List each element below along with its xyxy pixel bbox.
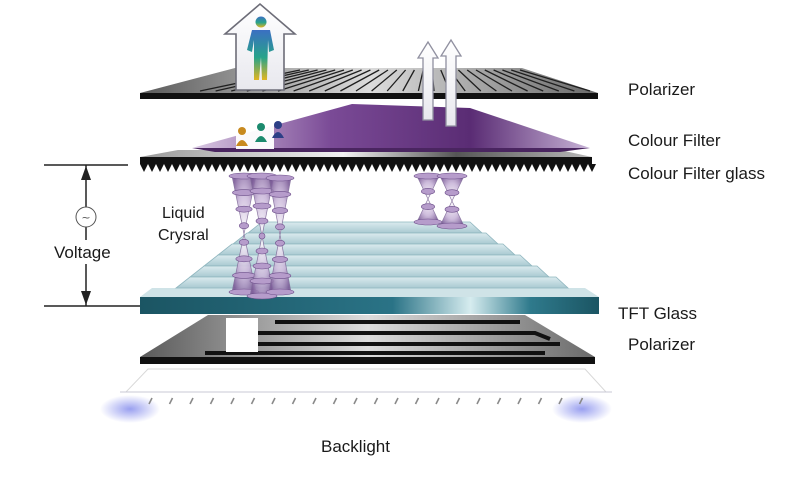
crystal-molecule xyxy=(444,206,460,213)
polarizer-stripe xyxy=(402,69,415,92)
label-polarizer-bottom: Polarizer xyxy=(628,335,696,354)
crystal-molecule xyxy=(268,272,292,280)
colour-filter-layer xyxy=(192,104,590,152)
backlight-tick xyxy=(312,397,317,405)
polarizer-stripe xyxy=(355,69,389,92)
backlight-tick xyxy=(148,397,153,405)
colour-filter-figures-icon xyxy=(236,121,284,146)
polarizer-stripe xyxy=(277,69,345,92)
liquid-crystal-plate xyxy=(202,254,534,267)
crystal-molecule xyxy=(232,272,256,279)
crystal-molecule xyxy=(238,222,250,230)
colour-filter-glass-layer xyxy=(140,150,596,172)
polarizer-stripe xyxy=(519,69,591,92)
crystal-molecule xyxy=(252,262,272,270)
voltage-symbol: ~ xyxy=(81,211,90,224)
polarizer-stripe xyxy=(493,69,544,92)
backlight-tick xyxy=(168,397,174,405)
label-backlight: Backlight xyxy=(321,437,390,456)
voltage-indicator: ~ xyxy=(44,164,140,307)
crystal-twist xyxy=(416,175,440,223)
backlight-tick xyxy=(209,397,215,405)
crystal-molecule xyxy=(421,203,435,210)
backlight-tick xyxy=(455,397,461,405)
label-voltage: Voltage xyxy=(54,243,111,262)
label-tft-glass: TFT Glass xyxy=(618,304,698,323)
polarizer-stripe xyxy=(510,69,575,92)
crystal-twist xyxy=(439,175,465,227)
polarizer-stripe xyxy=(308,69,362,92)
polarizer-stripe xyxy=(371,69,398,92)
polarizer-stripe xyxy=(386,69,407,92)
crystal-molecule xyxy=(235,205,253,213)
crystal-molecule xyxy=(444,189,460,196)
crystal-molecule xyxy=(238,238,250,246)
small-up-arrows-icon xyxy=(416,38,463,127)
label-liquid: Liquid xyxy=(162,205,205,222)
top-polarizer xyxy=(140,68,598,99)
polarizer-stripe xyxy=(293,69,354,92)
backlight-tick xyxy=(435,397,440,405)
backlight-tick xyxy=(537,397,543,405)
backlight-tick xyxy=(414,397,420,405)
backlight-tick xyxy=(271,397,276,405)
crystal-molecule xyxy=(255,247,269,255)
polarizer-stripe xyxy=(324,69,371,92)
label-crystal: Crysral xyxy=(158,227,209,244)
polarizer-stripe xyxy=(484,69,528,92)
polarizer-stripe xyxy=(457,69,482,92)
liquid-crystal-molecules xyxy=(228,172,468,300)
backlight-tick xyxy=(250,397,256,405)
crystal-molecule xyxy=(275,223,285,231)
liquid-crystal-plate xyxy=(231,232,500,245)
crystal-molecule xyxy=(275,239,285,247)
bottom-polarizer xyxy=(140,315,595,364)
backlight-tick xyxy=(558,397,563,405)
crystal-molecule xyxy=(421,188,435,195)
label-polarizer-top: Polarizer xyxy=(628,80,696,99)
backlight-tick xyxy=(476,397,481,405)
crystal-molecule xyxy=(258,232,266,240)
backlight-panel xyxy=(100,368,612,423)
crystal-molecule xyxy=(268,190,292,198)
backlight-tick xyxy=(332,397,338,405)
polarizer-stripe xyxy=(466,69,497,92)
crystal-molecule xyxy=(265,288,295,296)
crystal-molecule xyxy=(413,218,443,226)
crystal-molecule xyxy=(255,217,269,225)
crystal-molecule xyxy=(271,207,289,214)
label-colour-filter-glass: Colour Filter glass xyxy=(628,164,765,183)
backlight-ticks xyxy=(148,397,584,405)
crystal-molecule xyxy=(265,174,295,182)
backlight-tick xyxy=(189,397,194,405)
backlight-tick xyxy=(517,397,522,405)
light-up-arrow-person xyxy=(222,2,298,91)
label-colour-filter: Colour Filter xyxy=(628,131,721,150)
person-icon xyxy=(247,16,274,80)
crystal-molecule xyxy=(271,256,289,263)
backlight-tick xyxy=(578,397,584,405)
crystal-molecule xyxy=(235,255,253,263)
backlight-tick xyxy=(373,397,379,405)
crystal-molecule xyxy=(436,222,468,230)
backlight-tick xyxy=(291,397,297,405)
backlight-tick xyxy=(353,397,358,405)
backlight-tick xyxy=(394,397,399,405)
crystal-molecule xyxy=(436,172,468,180)
crystal-molecule xyxy=(252,202,272,210)
backlight-tick xyxy=(496,397,502,405)
backlight-tick xyxy=(230,397,235,405)
polarizer-stripe xyxy=(502,69,560,92)
polarizer-stripe xyxy=(475,69,513,92)
tft-glass-layer xyxy=(140,288,599,314)
polarizer-stripe xyxy=(340,69,380,92)
